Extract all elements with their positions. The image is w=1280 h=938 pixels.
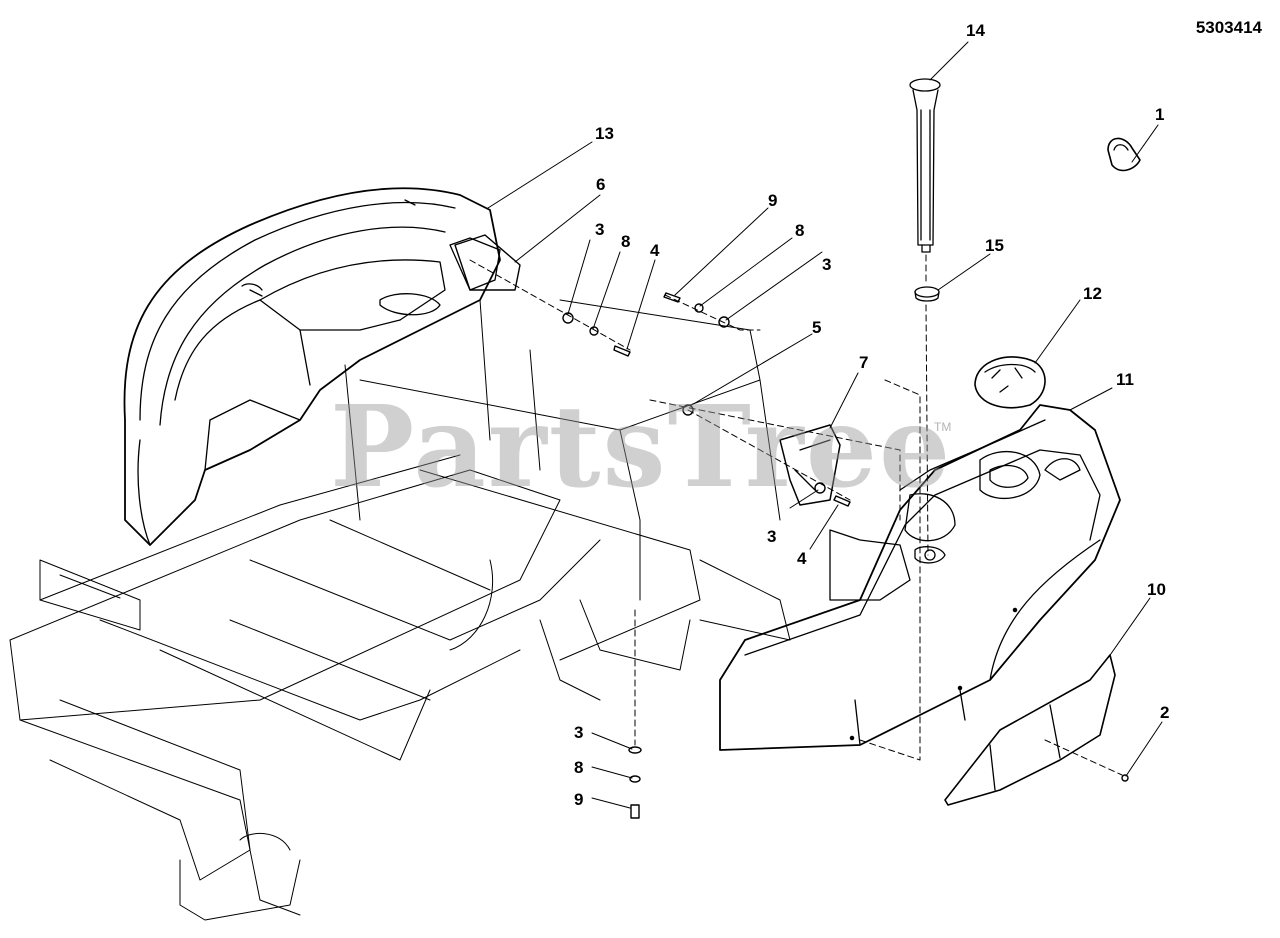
drawing-number: 5303414 — [1195, 18, 1262, 37]
rear-body-shell — [123, 187, 501, 546]
fuel-tank-body — [719, 404, 1121, 751]
shield-plate — [944, 654, 1116, 806]
bracket — [779, 424, 841, 506]
flange-nut — [718, 316, 730, 328]
leader-lines — [487, 41, 1163, 809]
lock-washer — [694, 303, 704, 313]
callout-14: 14 — [966, 21, 985, 40]
grommet — [914, 286, 940, 302]
callout-3: 3 — [574, 723, 584, 742]
callout-4: 4 — [797, 549, 807, 568]
callout-12: 12 — [1083, 284, 1102, 303]
callout-2: 2 — [1160, 703, 1170, 722]
hex-bolt — [663, 292, 681, 303]
chassis-frame — [9, 299, 921, 921]
callout-10: 10 — [1147, 580, 1166, 599]
screw — [1121, 774, 1129, 782]
callout-3: 3 — [767, 527, 777, 546]
callout-6: 6 — [596, 175, 606, 194]
clip — [1107, 137, 1141, 172]
hex-bolt — [613, 345, 631, 357]
flange-nut — [628, 746, 642, 754]
callout-7: 7 — [859, 353, 869, 372]
hex-bolt — [833, 495, 851, 507]
callout-15: 15 — [985, 236, 1004, 255]
partstree-watermark: PartsTree — [330, 382, 953, 513]
callout-13: 13 — [595, 124, 614, 143]
callout-3: 3 — [822, 255, 832, 274]
callout-11: 11 — [1116, 370, 1134, 389]
fuel-cap — [974, 356, 1046, 409]
fuel-gauge-tube — [909, 78, 941, 253]
callout-9: 9 — [574, 790, 584, 809]
callout-1: 1 — [1155, 105, 1165, 124]
mount-bracket — [454, 234, 521, 291]
callout-8: 8 — [795, 221, 805, 240]
callout-5: 5 — [812, 318, 822, 337]
callout-9: 9 — [768, 191, 778, 210]
lock-washer — [629, 775, 641, 783]
callout-4: 4 — [650, 241, 660, 260]
flange-nut — [682, 404, 694, 416]
callout-3: 3 — [595, 220, 605, 239]
callout-8: 8 — [574, 758, 584, 777]
callout-8: 8 — [621, 232, 631, 251]
trademark-symbol: TM — [934, 420, 952, 434]
hex-bolt — [630, 804, 640, 819]
assembly-lines — [469, 254, 1123, 776]
